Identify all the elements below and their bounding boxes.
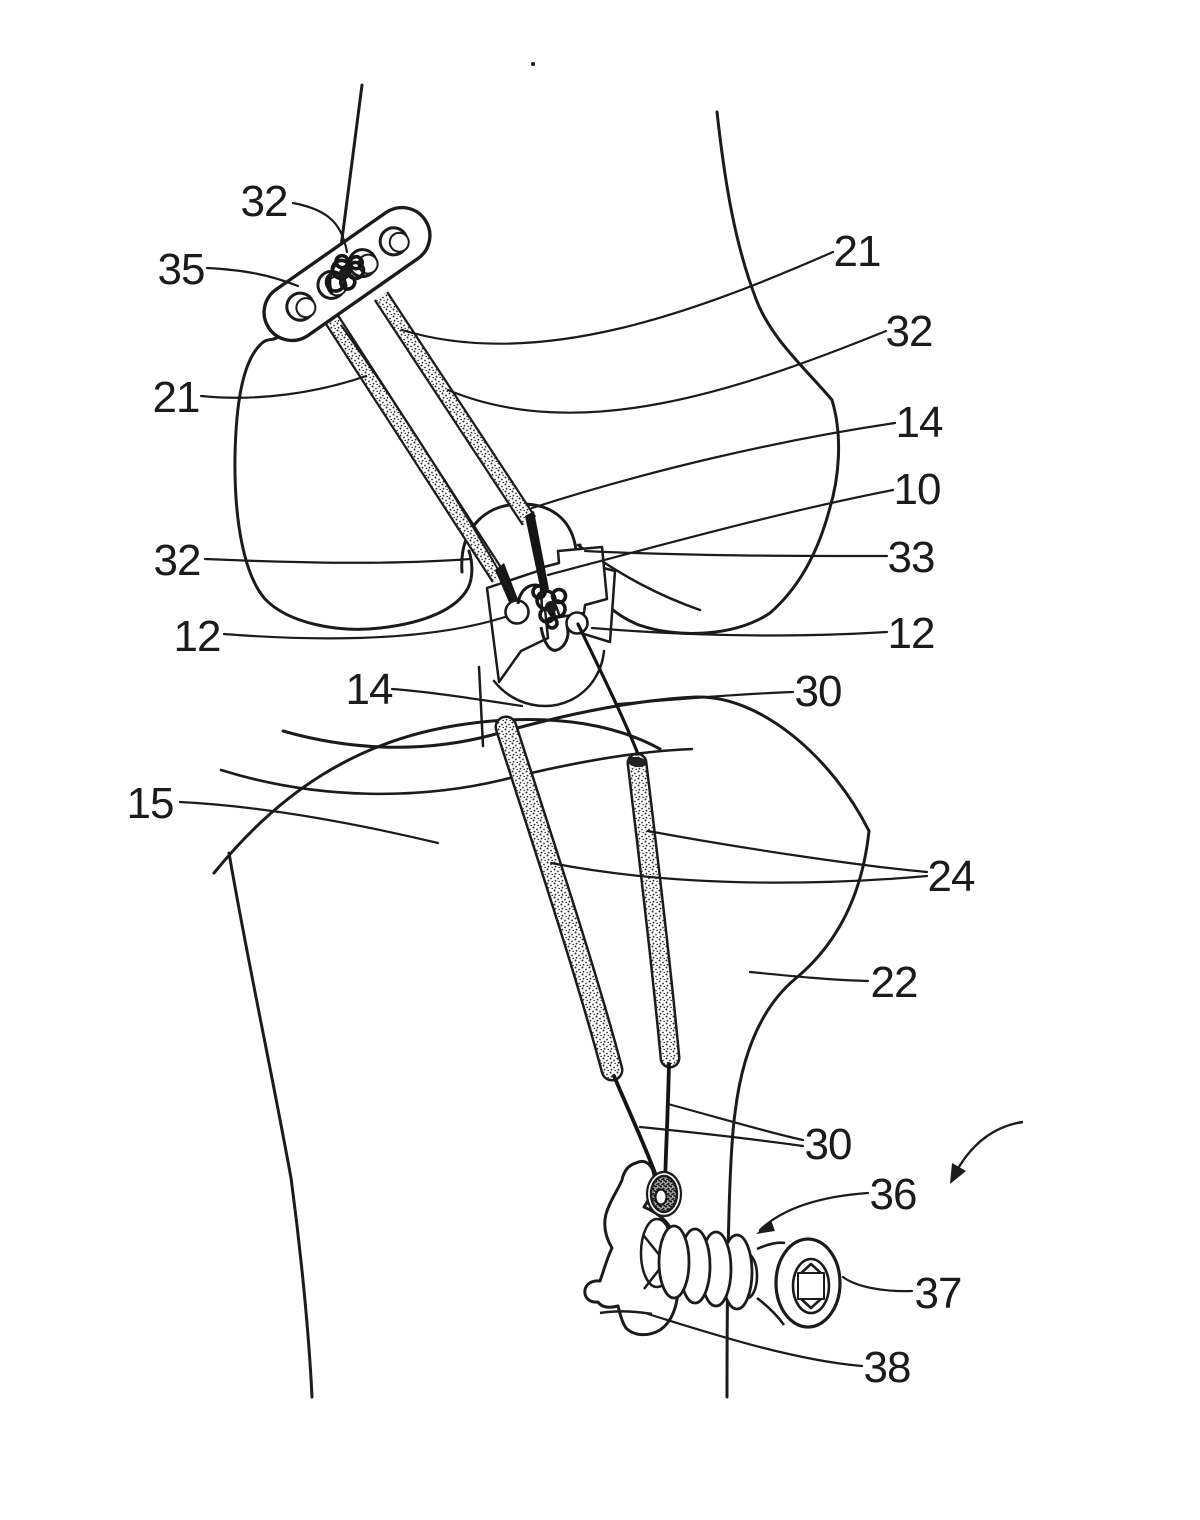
ref-label-14-left: 14 (346, 665, 393, 714)
tibial-grafts (494, 715, 681, 1082)
leader-32-right (446, 329, 888, 414)
joint-line-lower (219, 747, 694, 796)
notch-implant-seat (485, 545, 617, 684)
leader-36-arrowhead (756, 1220, 775, 1234)
graft-strand-right (375, 292, 535, 525)
joint-line-upper (281, 695, 871, 833)
socket-highlight (797, 1272, 825, 1300)
ref-label-38: 38 (864, 1343, 911, 1392)
ref-label-12-right: 12 (888, 609, 935, 658)
graft-tip-right (525, 511, 549, 592)
suture-lower-right (663, 1062, 671, 1185)
leader-35 (205, 266, 300, 288)
ref-label-14-right: 14 (896, 398, 943, 447)
suture-upper (576, 622, 640, 756)
tibia-left-edge (227, 851, 314, 1399)
bone-panel-left (485, 568, 550, 684)
graft-end-cap (627, 756, 647, 768)
ref-label-10: 10 (894, 465, 941, 514)
bone-tunnel-left (504, 599, 530, 625)
leader-37 (841, 1275, 914, 1293)
leader-lines (178, 201, 929, 1368)
orientation-arrow (954, 1120, 1024, 1173)
page-dot (531, 62, 535, 66)
ref-label-32-left: 32 (154, 536, 201, 585)
ref-label-30-lower: 30 (805, 1120, 852, 1169)
leader-24-b (549, 861, 929, 884)
plate-knot (324, 253, 366, 295)
leader-22 (748, 970, 870, 983)
ref-label-37: 37 (915, 1269, 962, 1318)
leader-30-lower-b (638, 1125, 805, 1148)
leader-12-left (222, 615, 507, 640)
ref-label-24: 24 (928, 852, 975, 901)
leader-21-left (199, 374, 368, 399)
ref-label-12-left: 12 (174, 612, 221, 661)
graft-strand-left (321, 308, 505, 582)
tibial-anchor (583, 1160, 842, 1337)
leader-24-a (646, 829, 929, 874)
orientation-arrowhead (950, 1163, 966, 1184)
ref-label-21-left: 21 (153, 373, 200, 422)
ref-label-21-right: 21 (834, 227, 881, 276)
leader-30-lower-a (666, 1102, 805, 1142)
leader-21-right (400, 250, 835, 345)
leader-33 (583, 549, 889, 558)
suture-lower-left (612, 1074, 661, 1186)
ref-label-32-plate-knot: 32 (241, 177, 288, 226)
leader-14-right (530, 421, 897, 510)
notch-knot (516, 583, 568, 630)
leader-10 (546, 488, 895, 577)
tibial-graft-right (629, 755, 678, 1066)
leader-14-left (390, 687, 524, 708)
leader-15 (178, 800, 440, 845)
ref-label-22: 22 (871, 958, 918, 1007)
screw-thread-1 (657, 1224, 691, 1300)
interference-screw (657, 1224, 842, 1329)
femoral-graft-strands (319, 291, 549, 607)
ref-label-30-upper: 30 (795, 667, 842, 716)
leader-32-left (203, 557, 472, 564)
tibial-graft-left (497, 718, 621, 1079)
ref-label-33: 33 (888, 533, 935, 582)
leader-38 (646, 1312, 864, 1368)
leader-12-right (590, 626, 889, 637)
notch-channel-line (477, 665, 485, 748)
ref-label-36: 36 (870, 1170, 917, 1219)
ref-label-15: 15 (127, 779, 174, 828)
suture-v-loop (539, 625, 570, 652)
leader-32-plate-knot (291, 201, 349, 254)
suture-button-plate (262, 205, 432, 343)
leader-30-upper (616, 690, 795, 706)
ref-label-32-right: 32 (886, 307, 933, 356)
tibia-plateau-front (212, 718, 662, 875)
ref-label-35-plate: 35 (158, 245, 205, 294)
reference-numerals: 32 35 21 32 12 14 15 21 32 14 10 33 12 3… (127, 177, 976, 1392)
suture-along-left-strand (340, 324, 517, 602)
leader-36 (758, 1191, 870, 1232)
